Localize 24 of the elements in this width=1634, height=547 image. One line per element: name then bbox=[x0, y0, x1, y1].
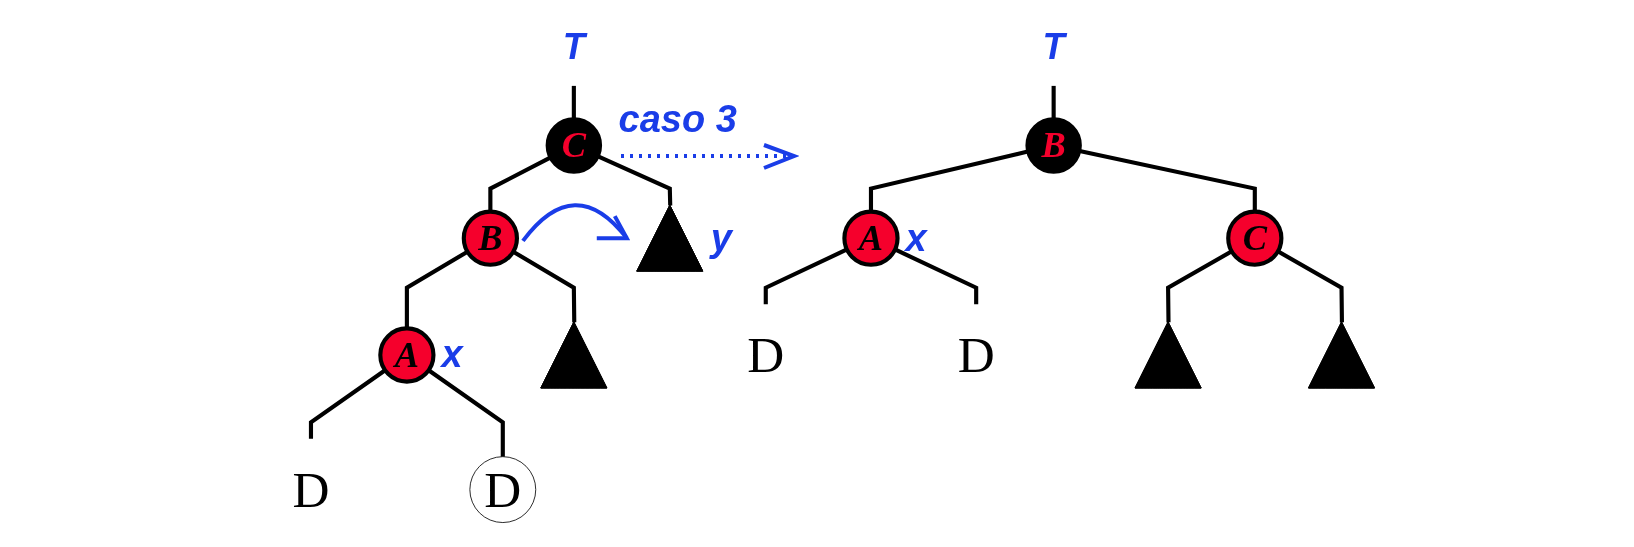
node-annotation: y bbox=[710, 216, 732, 260]
connector bbox=[597, 154, 673, 206]
node-circle: D bbox=[469, 456, 537, 523]
connector bbox=[894, 247, 979, 305]
case-label: caso 3 bbox=[618, 98, 738, 142]
node-text: D bbox=[747, 326, 785, 383]
node-circle: A bbox=[842, 209, 900, 267]
connector bbox=[308, 368, 387, 439]
connector bbox=[427, 368, 505, 457]
node-annotation: x bbox=[905, 216, 927, 260]
node-annotation: x bbox=[441, 333, 463, 377]
node-circle: C bbox=[1226, 209, 1284, 267]
connector bbox=[1166, 249, 1233, 323]
connector bbox=[512, 249, 577, 323]
connector bbox=[1051, 85, 1056, 119]
connector bbox=[763, 247, 848, 305]
node-text: D bbox=[292, 461, 330, 518]
connector bbox=[1276, 249, 1344, 323]
node-circle: A bbox=[378, 326, 436, 384]
node-circle: B bbox=[1025, 117, 1082, 174]
connector bbox=[571, 85, 576, 119]
node-circle: B bbox=[461, 209, 519, 267]
node-text: D bbox=[957, 326, 995, 383]
node-circle: C bbox=[545, 117, 603, 174]
